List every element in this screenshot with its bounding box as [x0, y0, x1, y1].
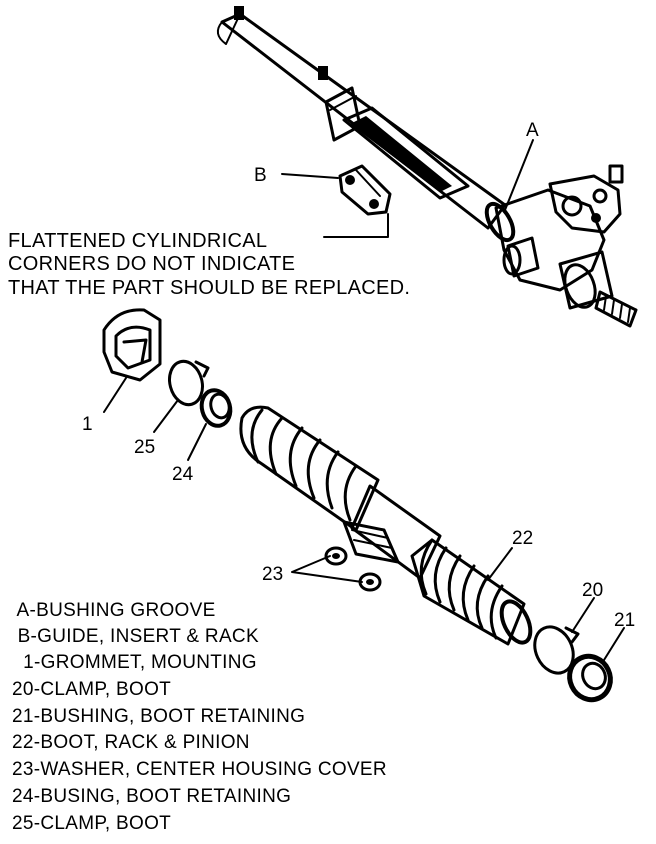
pinion-housing — [494, 164, 638, 328]
callout-1: 1 — [82, 414, 93, 435]
legend-item: 20-CLAMP, BOOT — [12, 679, 171, 700]
bushing-groove-ring — [484, 201, 516, 243]
legend-item: A-BUSHING GROOVE — [12, 600, 216, 621]
leader-23 — [291, 555, 363, 583]
callout-b: B — [254, 165, 267, 186]
center-tube — [342, 484, 442, 580]
left-boot — [239, 405, 380, 532]
legend-item: 23-WASHER, CENTER HOUSING COVER — [12, 759, 387, 780]
callout-23: 23 — [262, 564, 283, 585]
right-boot-22 — [410, 538, 533, 646]
clamp-part-20 — [533, 625, 580, 675]
callout-a: A — [526, 120, 539, 141]
rack-housing-assembly — [216, 6, 638, 328]
grommet-part — [102, 308, 162, 382]
parts-legend: A-BUSHING GROOVE B-GUIDE, INSERT & RACK … — [12, 600, 387, 834]
callout-20: 20 — [582, 580, 603, 601]
leader-24 — [187, 423, 207, 461]
leader-a — [504, 139, 534, 211]
legend-item: B-GUIDE, INSERT & RACK — [12, 626, 259, 647]
clamp-part-25 — [168, 359, 210, 407]
tube-slot — [342, 106, 470, 200]
leader-22 — [487, 547, 513, 581]
leader-25 — [153, 399, 179, 433]
leader-21 — [603, 627, 625, 661]
legend-item: 25-CLAMP, BOOT — [12, 813, 171, 834]
note-line-3: THAT THE PART SHOULD BE REPLACED. — [8, 277, 410, 299]
bushing-part-21 — [567, 653, 613, 703]
note-line-1: FLATTENED CYLINDRICAL — [8, 230, 267, 252]
leader-20 — [571, 597, 595, 633]
note-line-2: CORNERS DO NOT INDICATE — [8, 253, 295, 275]
washer-parts-23 — [324, 546, 382, 592]
tube-lug-1 — [234, 6, 244, 20]
leader-b — [281, 173, 339, 179]
callout-25: 25 — [134, 437, 155, 458]
leader-1 — [103, 377, 127, 413]
callout-24: 24 — [172, 464, 194, 485]
tube-lug-2 — [318, 66, 328, 80]
callout-21: 21 — [614, 610, 635, 631]
bushing-part-24 — [199, 388, 233, 428]
leader-note — [323, 213, 389, 238]
callout-22: 22 — [512, 528, 533, 549]
legend-item: 21-BUSHING, BOOT RETAINING — [12, 706, 305, 727]
guide-insert — [338, 164, 392, 216]
legend-item: 1-GROMMET, MOUNTING — [12, 652, 257, 673]
legend-item: 22-BOOT, RACK & PINION — [12, 732, 250, 753]
legend-item: 24-BUSING, BOOT RETAINING — [12, 786, 291, 807]
